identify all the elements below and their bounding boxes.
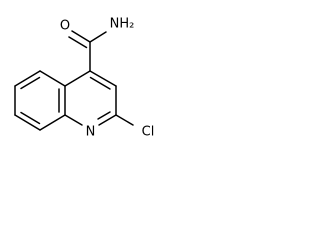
bond-c6-c5	[39, 114, 66, 131]
double-bond-c2-n1	[97, 111, 111, 120]
double-bond-carbonyl-oxygen	[68, 36, 88, 49]
bond-c4a-c4	[64, 70, 91, 87]
bond-c2-n1	[98, 114, 117, 126]
double-bond-c8a-c8	[20, 76, 41, 90]
bond-carbonyl-oxygen	[71, 30, 91, 43]
bond-c2-chlorine	[115, 114, 134, 126]
chemical-structure: O NH₂ N Cl	[14, 17, 155, 140]
bond-c7-c6	[14, 114, 41, 131]
double-bond-c4-c3	[89, 76, 111, 90]
double-bond-c7-c6	[20, 111, 41, 125]
bond-n1-c8a	[64, 114, 83, 126]
bond-c4a-c8a	[39, 70, 66, 87]
chlorine-label: Cl	[142, 125, 155, 140]
bond-carbonyl-amide	[89, 31, 107, 43]
ring-nitrogen-label: N	[86, 125, 96, 140]
bond-c4-c3	[89, 70, 117, 87]
amide-label: NH₂	[110, 17, 135, 32]
bond-c8a-c8	[14, 70, 41, 87]
oxygen-label: O	[60, 19, 70, 34]
